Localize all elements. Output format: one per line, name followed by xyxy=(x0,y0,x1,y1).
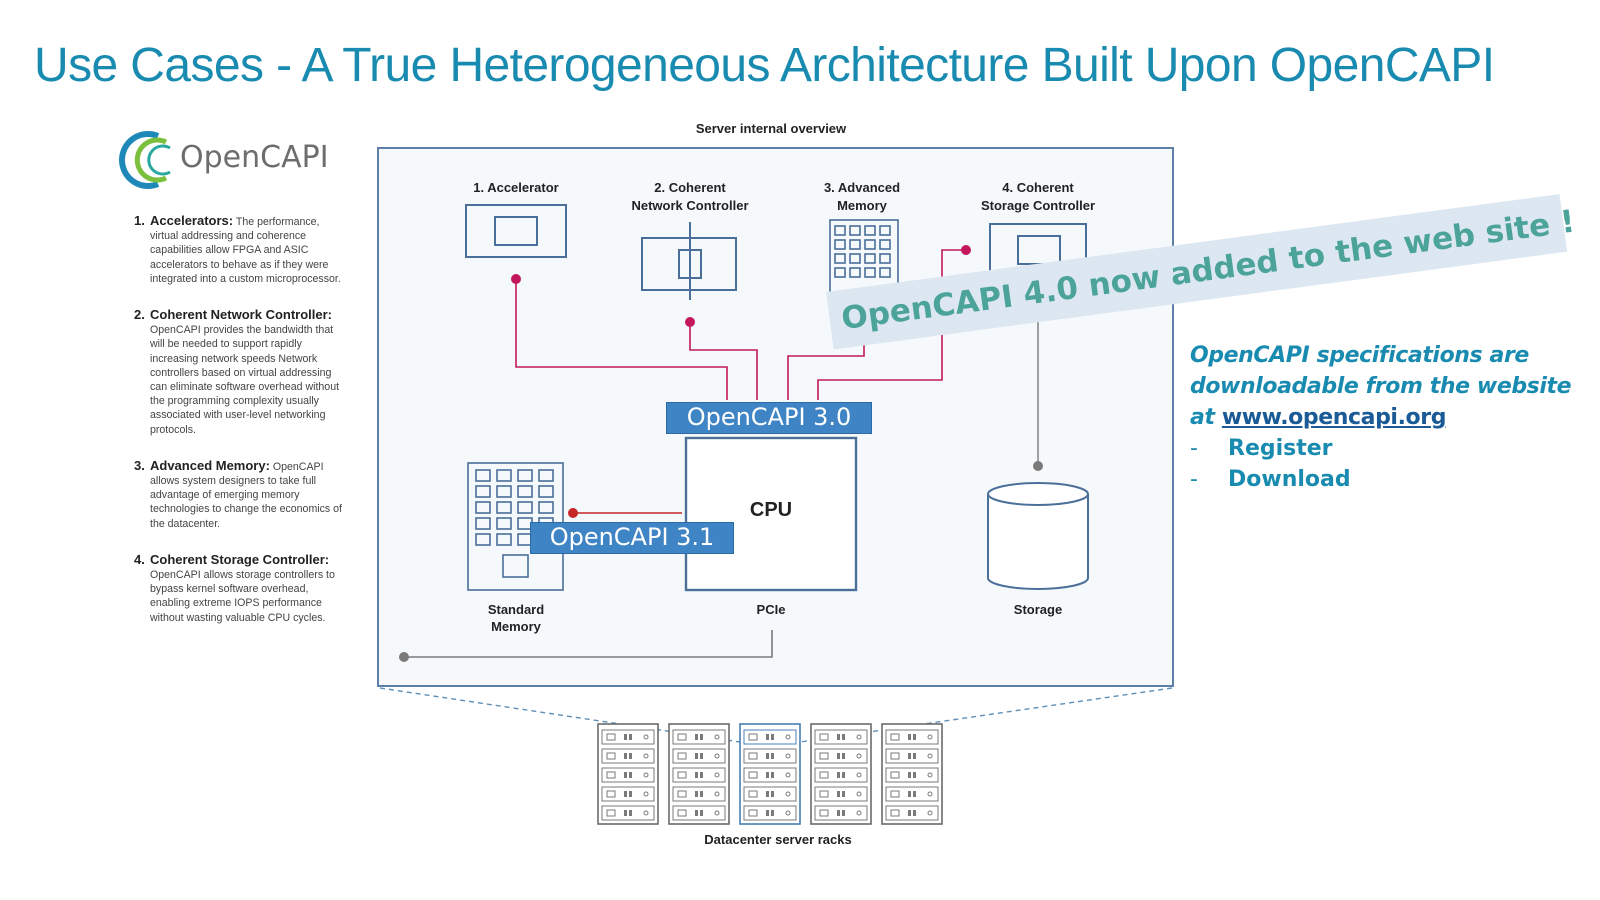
spec-line-2: downloadable from the website xyxy=(1190,374,1572,399)
server-rack xyxy=(810,723,872,825)
list-dash: - xyxy=(1190,436,1198,461)
pcie-bus-dot xyxy=(399,652,409,662)
spec-at: at xyxy=(1190,405,1222,430)
server-rack xyxy=(668,723,730,825)
server-rack xyxy=(597,723,659,825)
feature-heading: Coherent Storage Controller: xyxy=(150,551,330,567)
feature-heading: Advanced Memory: xyxy=(150,457,270,473)
spec-step-label: Download xyxy=(1228,467,1351,492)
label-memory-1: 3. Advanced xyxy=(824,180,900,195)
spec-description: OpenCAPI specifications are downloadable… xyxy=(1190,340,1590,433)
label-storage-ctrl-1: 4. Coherent xyxy=(1002,180,1074,195)
feature-item-accelerators: 1. Accelerators: The performance, virtua… xyxy=(134,213,344,286)
label-memory-2: Memory xyxy=(837,198,888,213)
feature-heading: Coherent Network Controller: xyxy=(150,307,333,323)
spec-info: OpenCAPI specifications are downloadable… xyxy=(1190,340,1590,495)
spec-step-download: - Download xyxy=(1190,464,1590,495)
storage-cylinder-icon xyxy=(987,482,1089,590)
feature-number: 4. xyxy=(134,551,145,567)
feature-item-storage-controller: 4. Coherent Storage Controller: OpenCAPI… xyxy=(134,551,344,625)
feature-body: OpenCAPI allows storage controllers to b… xyxy=(150,569,335,624)
feature-list: 1. Accelerators: The performance, virtua… xyxy=(134,213,344,647)
label-std-memory-2: Memory xyxy=(491,619,542,634)
feature-body: OpenCAPI allows system designers to take… xyxy=(150,460,342,530)
connection-lines xyxy=(515,249,966,514)
server-rack xyxy=(881,723,943,825)
overview-title: Server internal overview xyxy=(696,121,847,136)
feature-body: The performance, virtual addressing and … xyxy=(150,216,341,285)
cpu-label: CPU xyxy=(750,499,792,521)
opencapi-3-0-tag: OpenCAPI 3.0 xyxy=(666,402,872,434)
slide-title: Use Cases - A True Heterogeneous Archite… xyxy=(34,39,1495,92)
server-rack xyxy=(739,723,801,825)
opencapi-swirl-icon xyxy=(119,131,171,189)
feature-number: 1. xyxy=(134,213,145,228)
feature-number: 3. xyxy=(134,457,145,473)
spec-line-1: OpenCAPI specifications are xyxy=(1190,343,1529,368)
label-std-memory-1: Standard xyxy=(488,602,544,617)
label-network-1: 2. Coherent xyxy=(654,180,726,195)
feature-item-advanced-memory: 3. Advanced Memory: OpenCAPI allows syst… xyxy=(134,457,344,531)
label-storage-ctrl-2: Storage Controller xyxy=(981,198,1095,213)
pcie-bus-line xyxy=(404,630,773,658)
opencapi-logo: OpenCAPI xyxy=(110,128,350,192)
feature-heading: Accelerators: xyxy=(150,213,234,228)
spec-line-3: at www.opencapi.org xyxy=(1190,402,1590,433)
zoom-guide-lines xyxy=(379,687,1173,743)
spec-step-register: - Register xyxy=(1190,433,1590,464)
label-network-2: Network Controller xyxy=(631,198,748,213)
feature-item-network-controller: 2. Coherent Network Controller: OpenCAPI… xyxy=(134,307,344,437)
accelerator-icon xyxy=(465,204,567,258)
storage-label: Storage xyxy=(1014,602,1062,617)
spec-step-label: Register xyxy=(1228,436,1333,461)
logo-wordmark: OpenCAPI xyxy=(180,140,329,175)
cpu-box xyxy=(684,436,858,592)
list-dash: - xyxy=(1190,467,1198,492)
label-accelerator: 1. Accelerator xyxy=(473,180,559,195)
network-controller-icon xyxy=(641,222,737,300)
racks-label: Datacenter server racks xyxy=(704,832,851,847)
pcie-label: PCIe xyxy=(757,602,786,617)
spec-steps: - Register - Download xyxy=(1190,433,1590,495)
feature-body: OpenCAPI provides the bandwidth that wil… xyxy=(150,324,340,436)
opencapi-3-1-tag: OpenCAPI 3.1 xyxy=(530,522,734,554)
feature-number: 2. xyxy=(134,307,145,323)
storage-link-dot xyxy=(1033,461,1043,471)
opencapi-website-link[interactable]: www.opencapi.org xyxy=(1221,405,1447,430)
datacenter-racks xyxy=(597,723,943,825)
